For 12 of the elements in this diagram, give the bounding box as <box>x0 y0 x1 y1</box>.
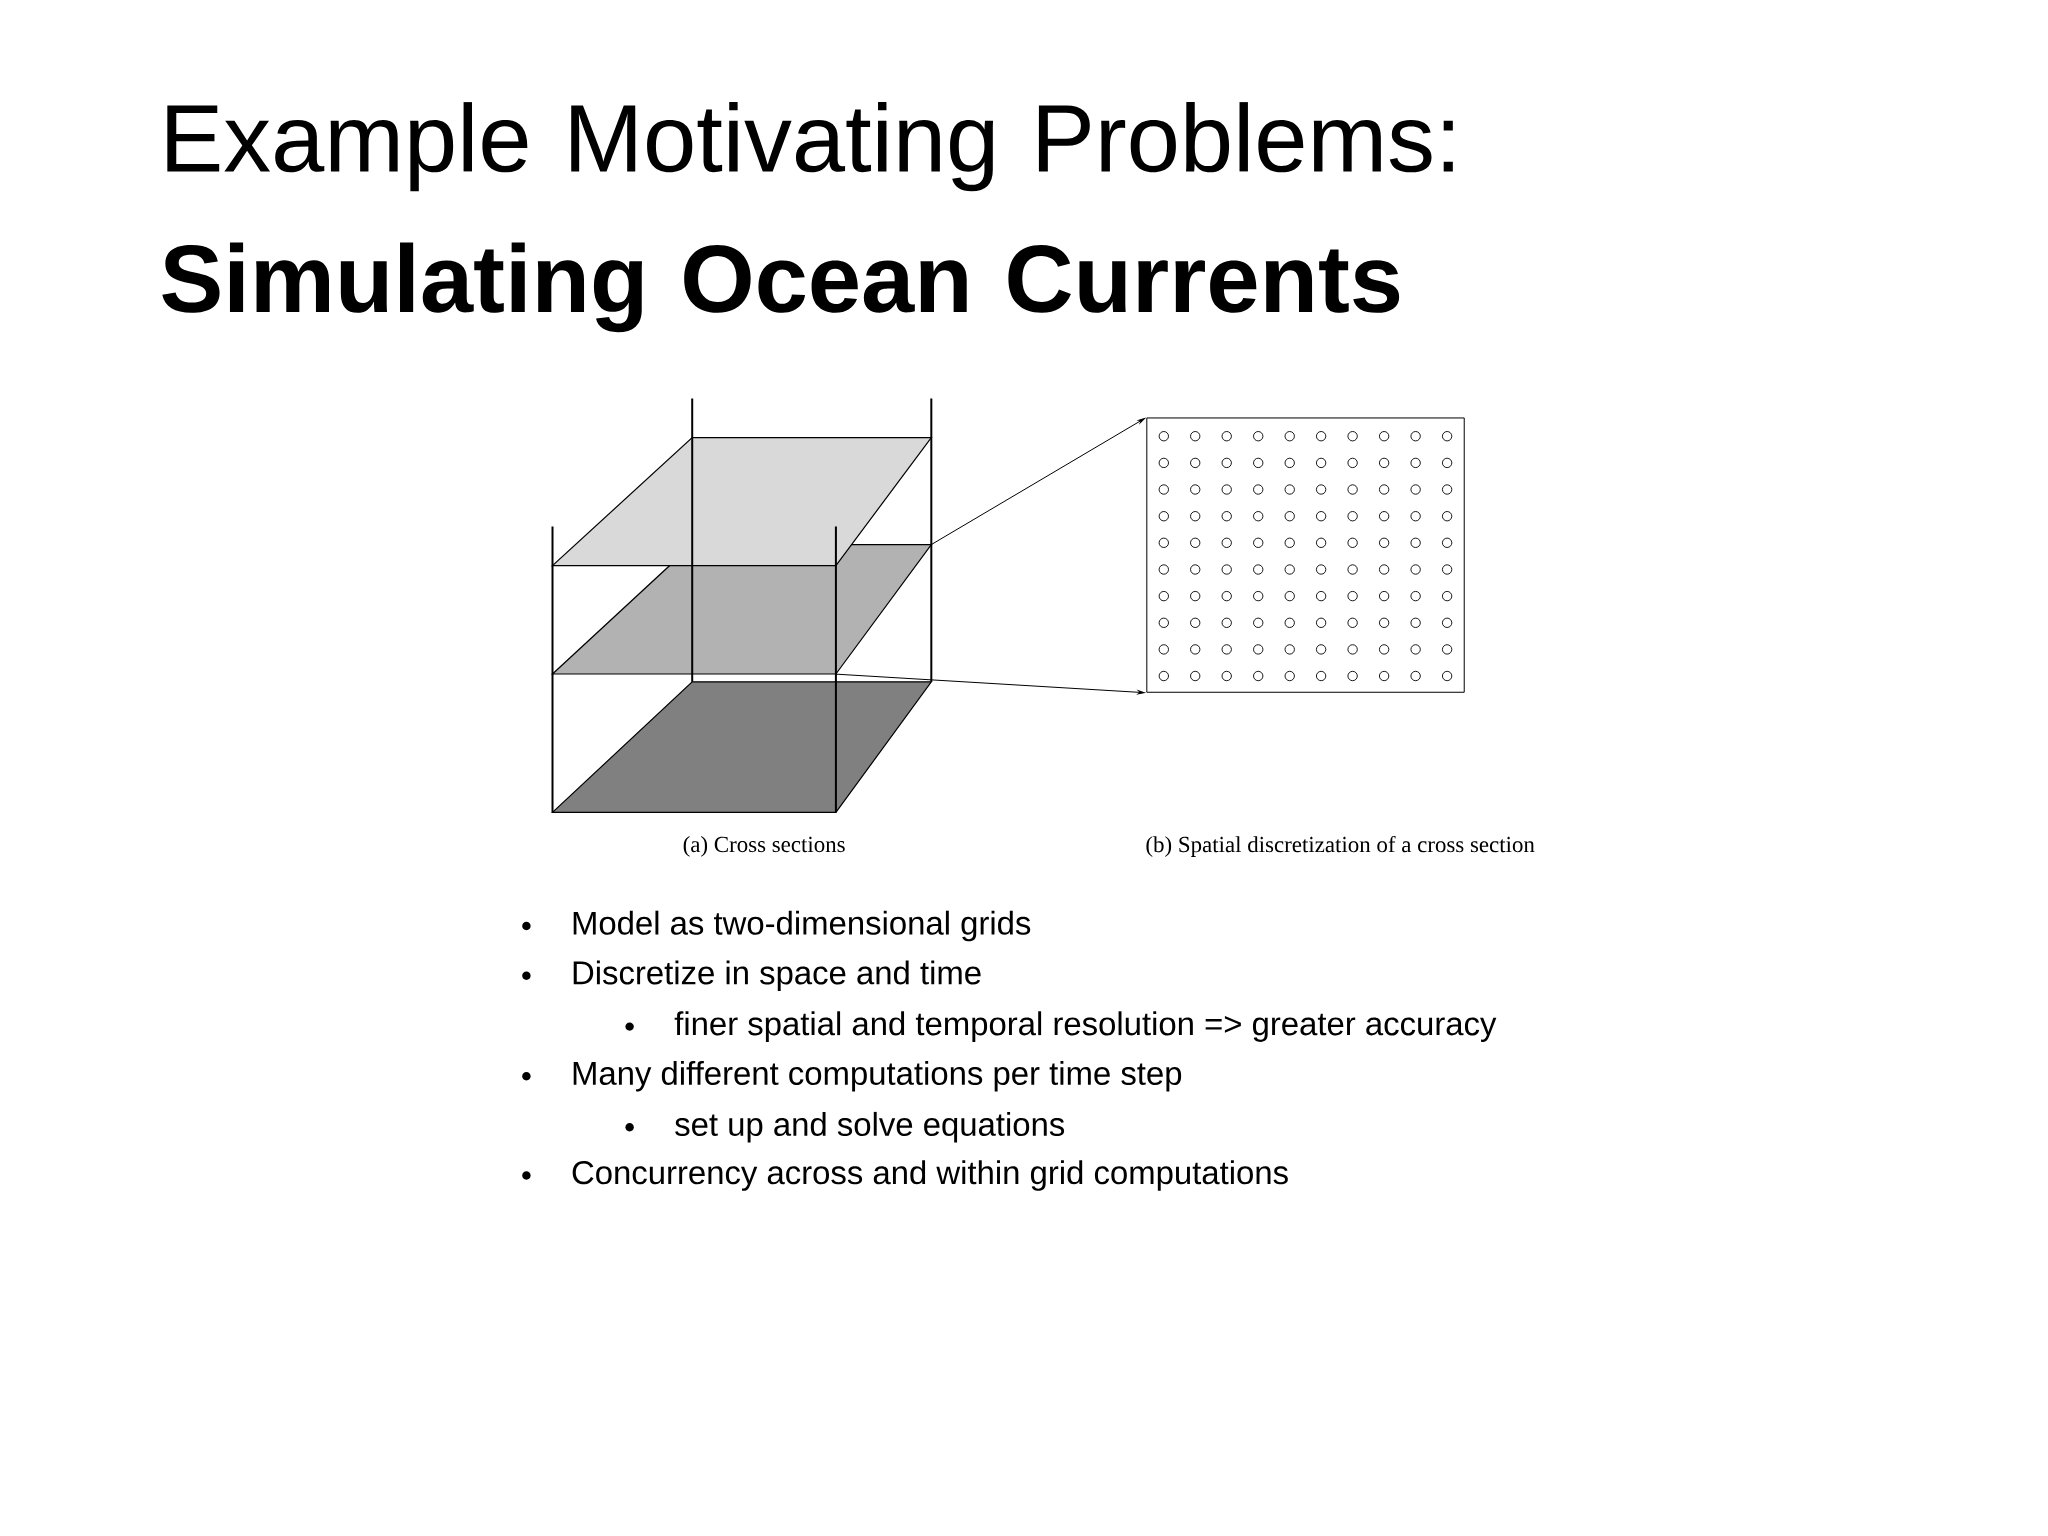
arrow <box>835 673 1145 695</box>
slide-title: Example Motivating Problems: Simulating Ocean Currents <box>162 102 1453 333</box>
grid-box <box>1146 417 1465 693</box>
bullet-text: Model as two-dimensional grids <box>573 910 1031 942</box>
figure-caption: (a) Cross sections <box>683 836 845 857</box>
bullet-text: finer spatial and temporal resolution => greater accuracy <box>674 1011 1497 1042</box>
arrow <box>931 418 1146 545</box>
bullet-text: set up and solve equations <box>675 1111 1065 1143</box>
bullet-text: Many different computations per time step <box>573 1060 1182 1092</box>
bullet-text: Discretize in space and time <box>573 960 981 992</box>
bullet-text: Concurrency across and within grid computations <box>572 1160 1288 1191</box>
figure-caption: (b) Spatial discretization of a cross section <box>1146 835 1535 857</box>
